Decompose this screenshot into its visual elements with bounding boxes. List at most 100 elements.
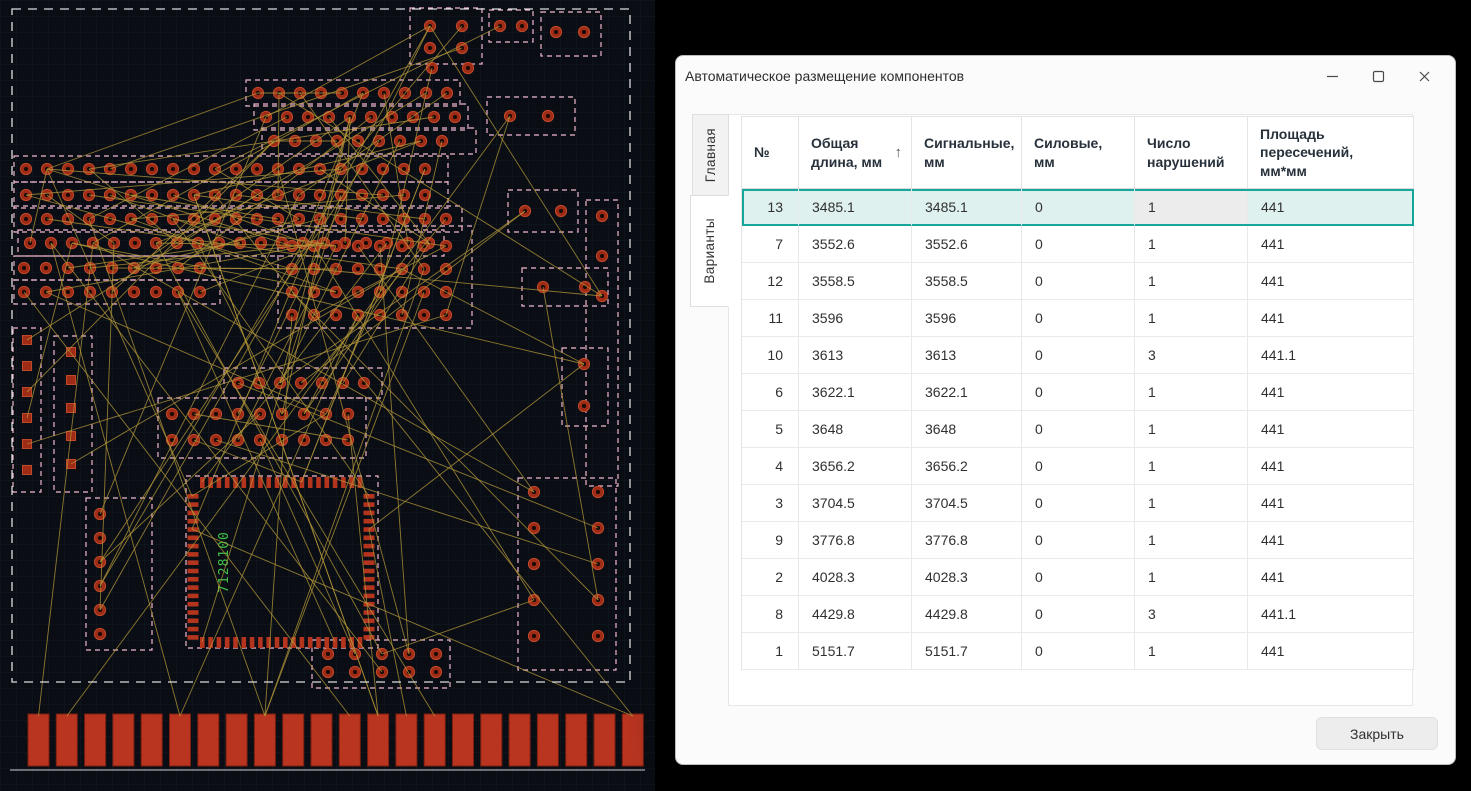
cell: 1 (1135, 522, 1248, 559)
chip-label: 7128100 (217, 531, 232, 593)
close-window-button[interactable] (1409, 63, 1439, 89)
cell: 7 (742, 226, 799, 263)
cell: 3622.1 (799, 374, 912, 411)
cell: 441 (1248, 448, 1414, 485)
tab-varianty[interactable]: Варианты (690, 195, 729, 307)
cell: 3648 (912, 411, 1022, 448)
tab-label: Варианты (702, 218, 717, 284)
close-icon (1419, 71, 1429, 81)
column-header-label: Площадь пересечений, мм*мм (1260, 125, 1354, 179)
maximize-button[interactable] (1363, 63, 1393, 89)
table-header-row: № Общая длина, мм↑Сигнальные, мм Силовые, … (742, 117, 1414, 189)
cell: 1 (1135, 633, 1248, 670)
cell: 1 (1135, 226, 1248, 263)
dialog-titlebar[interactable]: Автоматическое размещение компонентов (676, 56, 1455, 96)
cell: 3596 (912, 300, 1022, 337)
close-button[interactable]: Закрыть (1316, 717, 1438, 750)
cell: 1 (742, 633, 799, 670)
auto-placement-dialog: Автоматическое размещение компонентов Гл… (675, 55, 1456, 765)
column-header-label: № (754, 144, 770, 161)
column-header-2[interactable]: Сигнальные, мм (912, 117, 1022, 189)
cell: 3596 (799, 300, 912, 337)
cell: 3704.5 (799, 485, 912, 522)
cell: 0 (1022, 596, 1135, 633)
cell: 0 (1022, 411, 1135, 448)
column-header-5[interactable]: Площадь пересечений, мм*мм (1248, 117, 1414, 189)
cell: 5151.7 (799, 633, 912, 670)
cell: 3656.2 (799, 448, 912, 485)
cell: 441 (1248, 633, 1414, 670)
cell: 441 (1248, 411, 1414, 448)
cell: 9 (742, 522, 799, 559)
pcb-editor-canvas[interactable]: 7128100 (0, 0, 655, 791)
tab-glavnaya[interactable]: Главная (692, 114, 729, 196)
cell: 3613 (912, 337, 1022, 374)
cell: 441 (1248, 263, 1414, 300)
cell: 441.1 (1248, 337, 1414, 374)
cell: 3704.5 (912, 485, 1022, 522)
column-header-3[interactable]: Силовые, мм (1022, 117, 1135, 189)
cell: 3648 (799, 411, 912, 448)
cell: 3622.1 (912, 374, 1022, 411)
board-outline (10, 8, 645, 771)
cell: 3 (742, 485, 799, 522)
dialog-title: Автоматическое размещение компонентов (685, 68, 965, 84)
cell: 3552.6 (799, 226, 912, 263)
cell: 1 (1135, 448, 1248, 485)
cell: 6 (742, 374, 799, 411)
cell: 1 (1135, 191, 1248, 224)
cell: 0 (1022, 189, 1135, 226)
cell: 4 (742, 448, 799, 485)
cell: 0 (1022, 633, 1135, 670)
column-header-0[interactable]: № (742, 117, 799, 189)
cell: 441 (1248, 300, 1414, 337)
cell: 3613 (799, 337, 912, 374)
column-header-label: Число нарушений (1147, 135, 1225, 170)
pcb-svg: 7128100 (0, 0, 655, 791)
cell: 3485.1 (799, 189, 912, 226)
cell: 3558.5 (912, 263, 1022, 300)
column-header-1[interactable]: Общая длина, мм↑ (799, 117, 912, 189)
cell: 1 (1135, 411, 1248, 448)
ratsnest-layer (23, 25, 634, 717)
cell: 0 (1022, 374, 1135, 411)
cell: 0 (1022, 448, 1135, 485)
cell: 0 (1022, 522, 1135, 559)
cell: 4429.8 (799, 596, 912, 633)
cell: 0 (1022, 485, 1135, 522)
minimize-icon (1326, 75, 1338, 77)
cell: 5151.7 (912, 633, 1022, 670)
cell: 3558.5 (799, 263, 912, 300)
column-header-4[interactable]: Число нарушений (1135, 117, 1248, 189)
cell: 3 (1135, 337, 1248, 374)
cell: 3552.6 (912, 226, 1022, 263)
cell: 4028.3 (912, 559, 1022, 596)
cell: 8 (742, 596, 799, 633)
cell: 1 (1135, 300, 1248, 337)
cell: 1 (1135, 263, 1248, 300)
cell: 441 (1248, 374, 1414, 411)
cell: 3485.1 (912, 189, 1022, 226)
cell: 0 (1022, 559, 1135, 596)
minimize-button[interactable] (1317, 63, 1347, 89)
cell: 1 (1135, 559, 1248, 596)
cell: 3776.8 (799, 522, 912, 559)
column-header-label: Силовые, мм (1034, 135, 1103, 170)
cell: 0 (1022, 263, 1135, 300)
cell: 1 (1135, 374, 1248, 411)
